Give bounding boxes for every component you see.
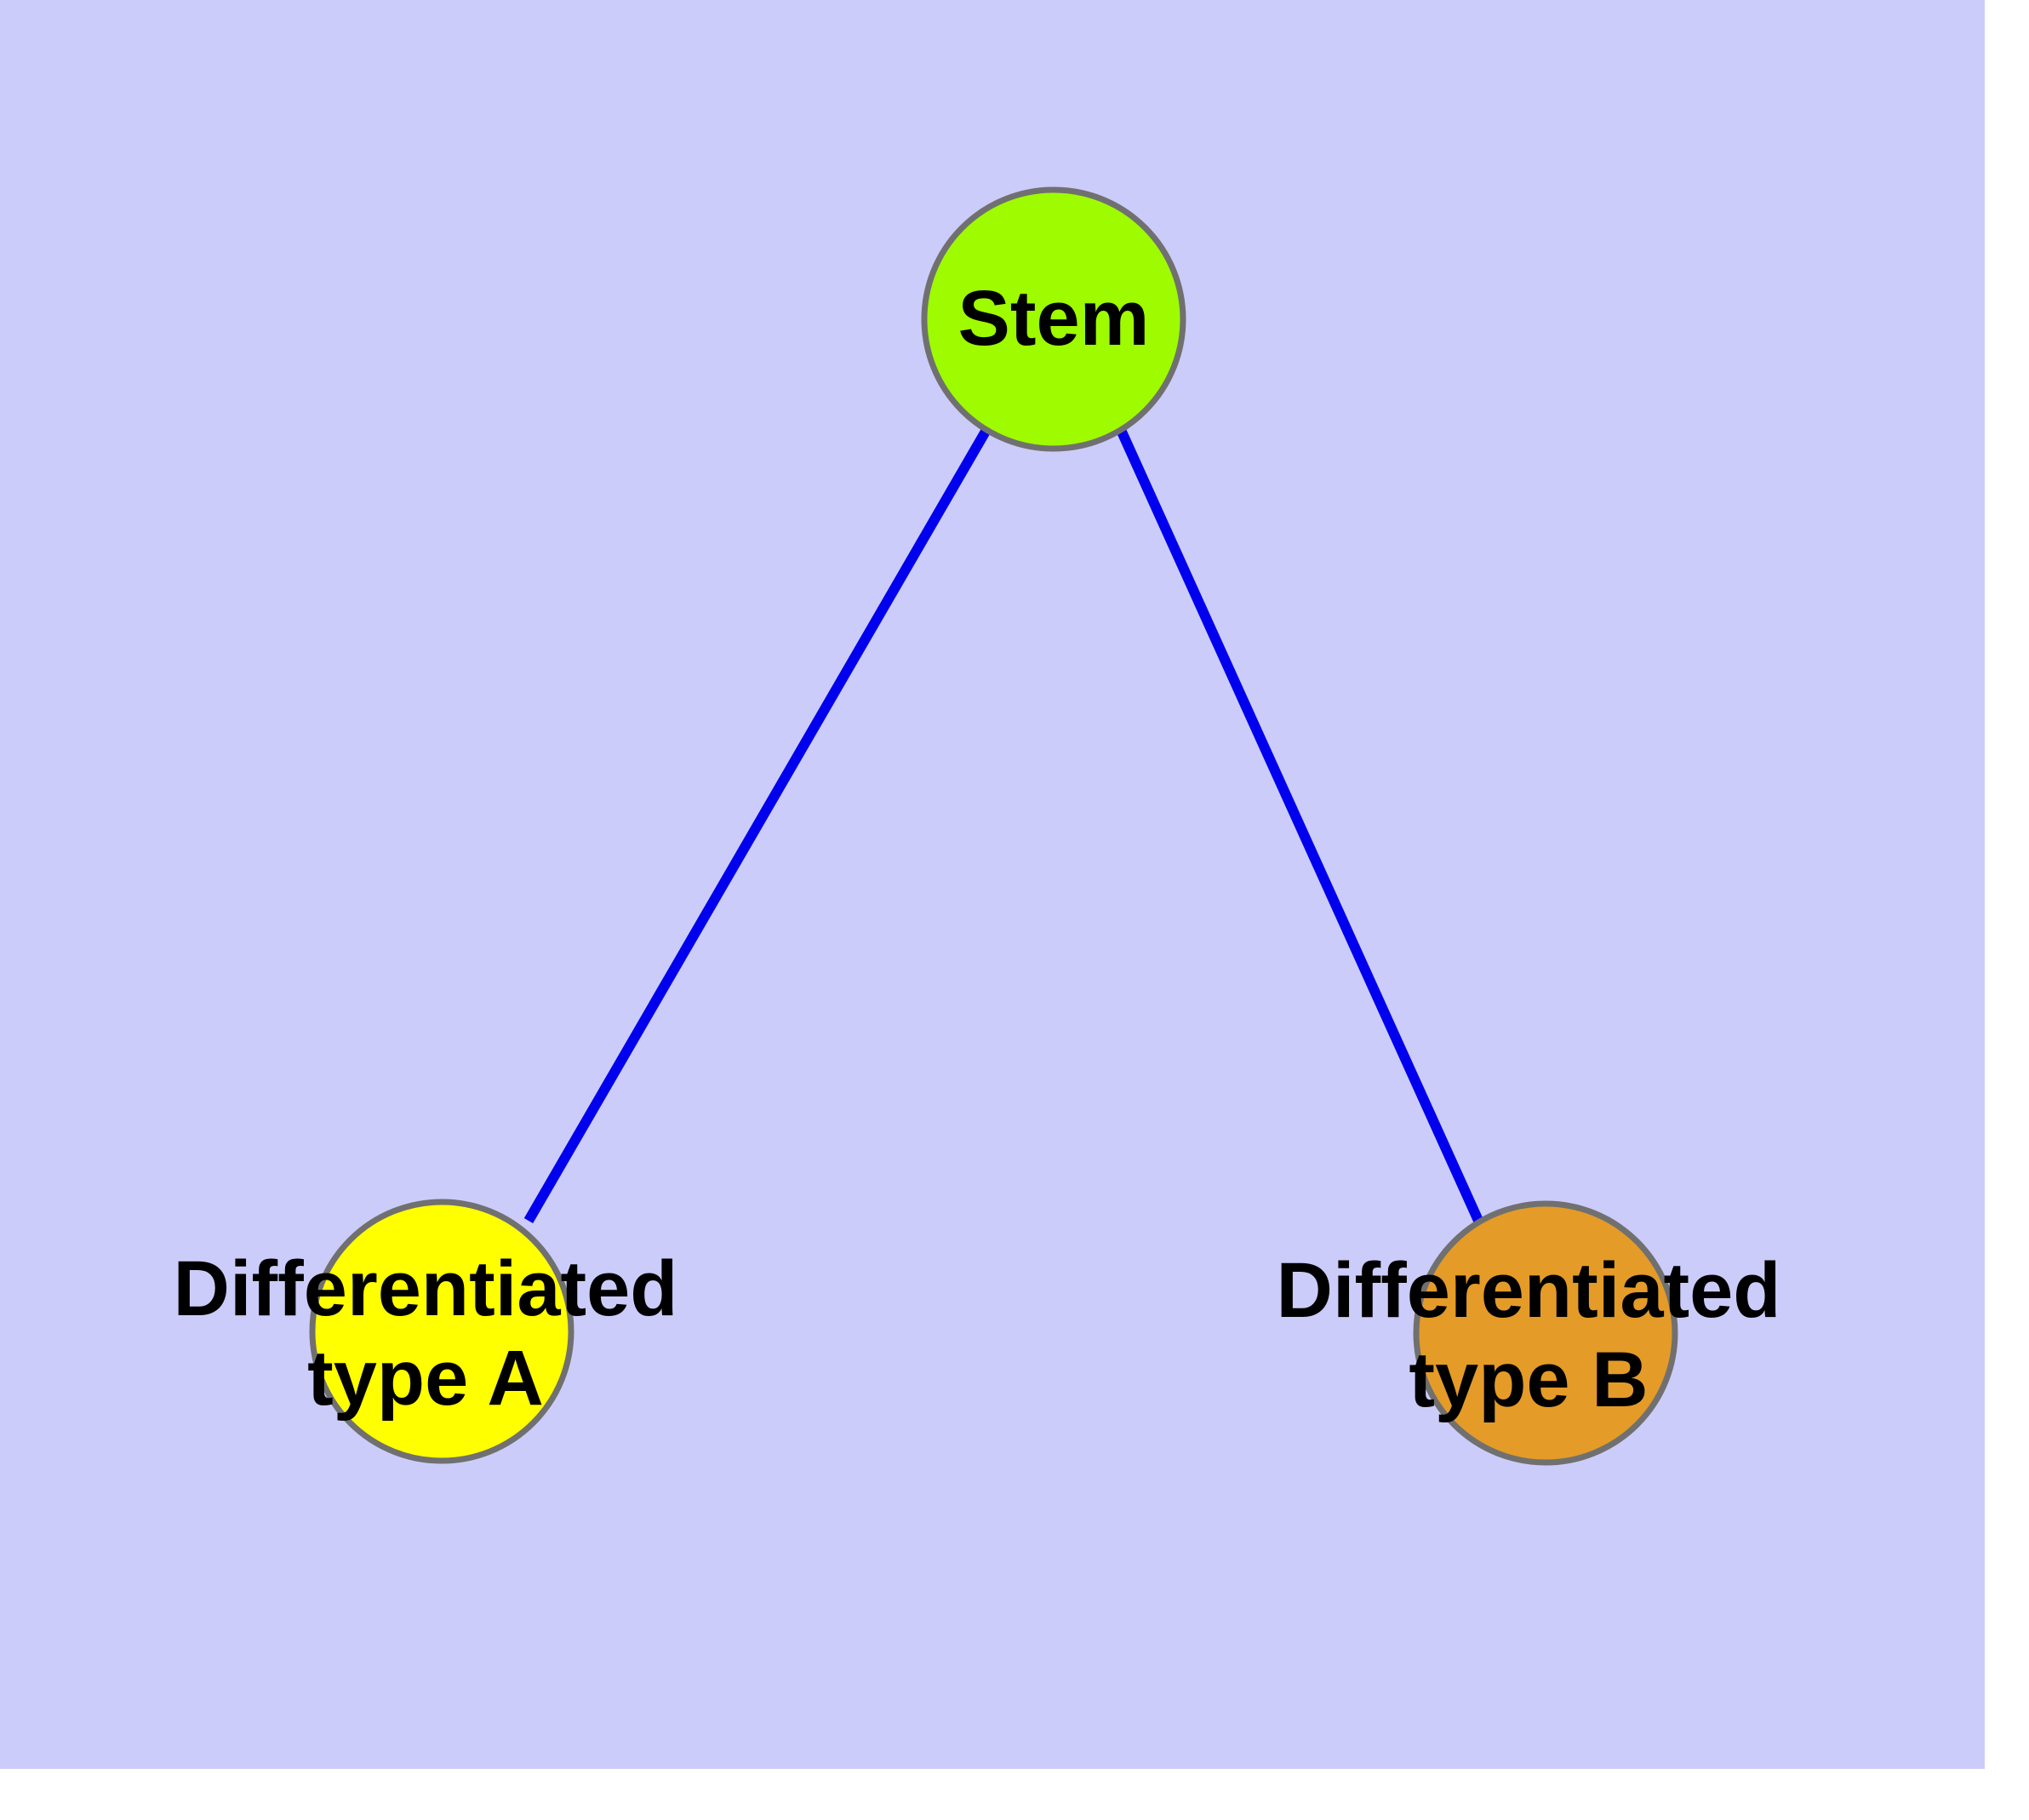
node-label-line: type B [1409,1336,1648,1423]
graph-node-stem[interactable] [921,186,1186,452]
graph-node-diff_b[interactable] [1413,1200,1678,1466]
edges-layer [523,426,1484,1225]
graph-node-diff_a[interactable] [309,1199,574,1464]
graph-edge[interactable] [1116,427,1484,1225]
node-label-line: type A [307,1335,544,1422]
node-label-line: Differentiated [1277,1247,1781,1334]
node-label-line: Differentiated [174,1245,678,1332]
nodes-layer [309,186,1678,1466]
node-label-line: Stem [958,275,1150,362]
graph-edge[interactable] [523,426,992,1224]
node-label-stem: Stem [958,275,1150,362]
